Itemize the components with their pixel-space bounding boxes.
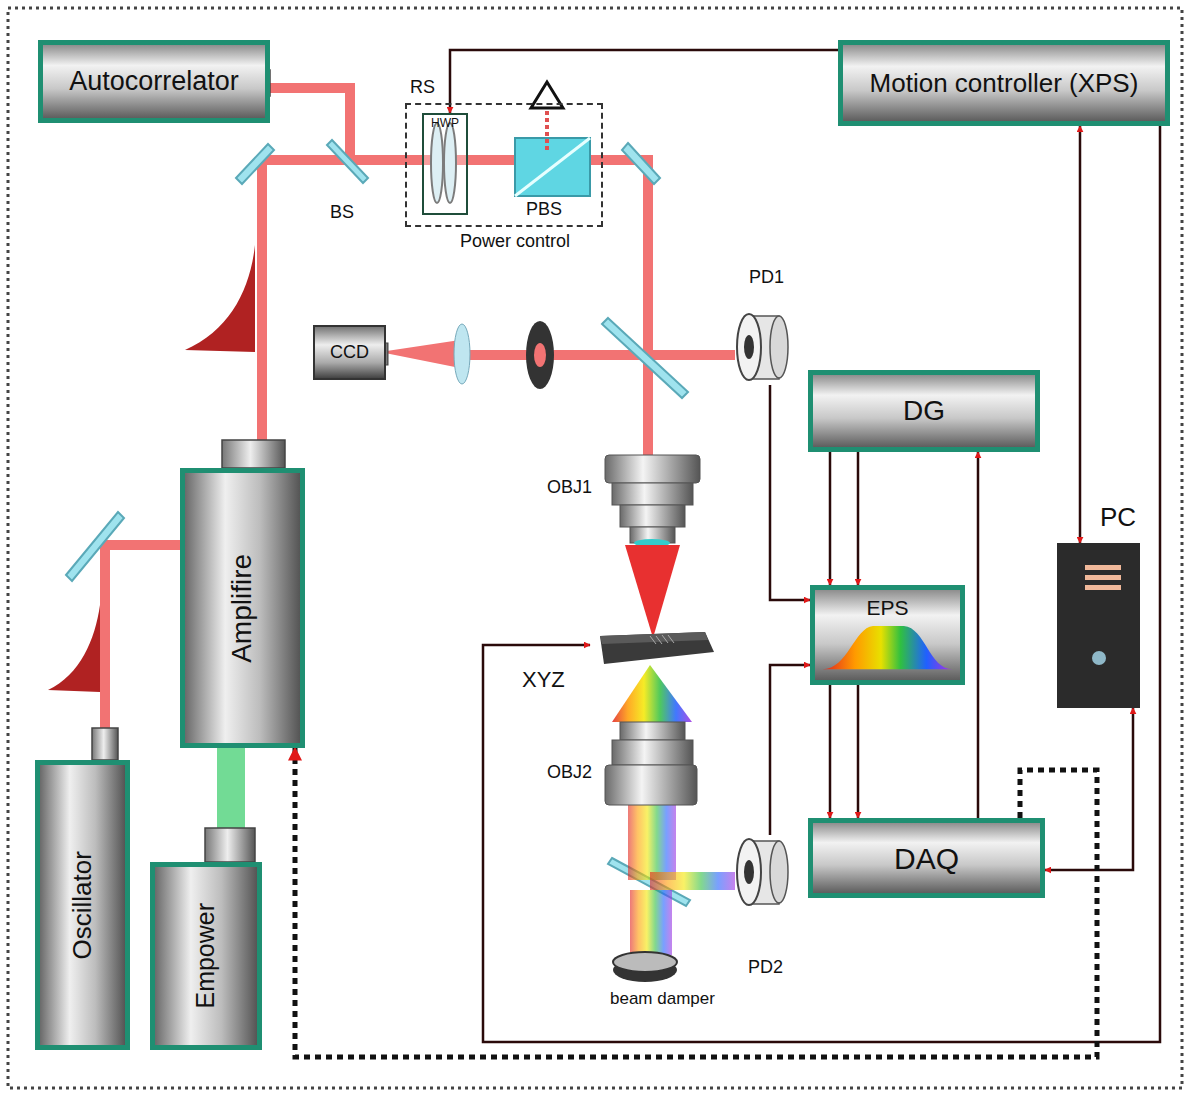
spectral-cone — [612, 665, 735, 955]
part-label: beam damper — [610, 990, 715, 1009]
mirrors — [66, 140, 690, 906]
part-label: BS — [330, 203, 354, 223]
beam-damper — [613, 952, 677, 982]
pump-laser-box: Empower — [150, 862, 262, 1050]
node-label: DAQ — [894, 842, 959, 875]
node-label: XYZ — [522, 668, 565, 692]
daq-box: DAQ — [808, 818, 1045, 898]
node-label: RS — [410, 78, 435, 98]
power-control-group: RSPower controlHWP — [405, 103, 603, 227]
signal-wire — [770, 665, 810, 835]
node-label: EPS — [866, 596, 908, 619]
signal-wire — [977, 452, 980, 818]
node-label: Oscillator — [68, 851, 97, 959]
trigger-line — [295, 748, 1097, 1057]
controller-box: Motion controller (XPS) — [838, 40, 1170, 126]
photodiode-icon — [735, 310, 790, 385]
instrument-box: Autocorrelator — [38, 40, 270, 123]
camera-box: CCD — [313, 325, 386, 380]
part-label: OBJ2 — [547, 763, 592, 783]
node-label: CCD — [330, 343, 369, 363]
delay-generator-box: DG — [808, 370, 1040, 452]
node-label: PD2 — [748, 958, 783, 978]
photodiode: PD1 — [735, 310, 790, 385]
outer-frame — [8, 8, 1182, 1088]
node-label: Power control — [460, 232, 570, 252]
half-wave-plate-box: HWP — [422, 113, 468, 215]
signal-wire — [1045, 708, 1133, 870]
pulse-picker-box: EPS — [810, 585, 965, 685]
signal-wire — [770, 385, 810, 600]
pc-tower-icon — [1057, 543, 1140, 708]
node-label: PD1 — [749, 268, 784, 288]
oscillator-box: Oscillator — [35, 760, 130, 1050]
signal-wire — [1079, 126, 1082, 543]
xyz-stage-icon — [590, 630, 715, 665]
signal-wire — [829, 685, 832, 818]
node-label: DG — [903, 396, 945, 427]
part-label: PBS — [526, 200, 562, 220]
photodiode-icon — [735, 835, 790, 910]
part-label: OBJ1 — [547, 478, 592, 498]
signal-wire — [483, 126, 1160, 1042]
node-label: HWP — [431, 117, 459, 130]
node-label: Empower — [192, 903, 220, 1009]
objective-2 — [605, 722, 697, 805]
computer: PC — [1057, 543, 1140, 708]
ccd-optics — [378, 321, 554, 389]
signal-wire — [829, 452, 832, 585]
node-label: Autocorrelator — [69, 67, 239, 97]
signal-wire — [857, 685, 860, 818]
objective-1 — [605, 455, 700, 638]
signal-wire — [857, 452, 860, 585]
node-label: Amplifire — [227, 554, 258, 663]
node-label: Motion controller (XPS) — [870, 69, 1139, 98]
photodiode: PD2 — [735, 835, 790, 910]
xyz-stage: XYZ — [590, 630, 715, 665]
amplifier-box: Amplifire — [180, 468, 305, 748]
node-label: PC — [1100, 503, 1136, 532]
green-pump-beam — [217, 748, 245, 828]
